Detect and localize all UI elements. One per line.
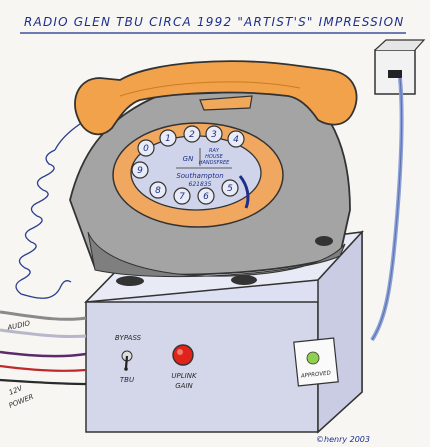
svg-text:4: 4	[233, 135, 239, 145]
svg-text:3: 3	[211, 130, 217, 140]
dial-label-house: HOUSE	[205, 154, 224, 160]
drawing-title: RADIO GLEN TBU CIRCA 1992 "ARTIST'S" IMP…	[24, 15, 404, 29]
svg-text:1: 1	[165, 134, 171, 144]
svg-text:8: 8	[155, 186, 161, 196]
svg-text:6: 6	[203, 192, 209, 202]
dial-label-handsfree: HANDSFREE	[199, 160, 230, 166]
approved-sticker: APPROVED	[293, 337, 339, 387]
left-cables	[0, 310, 87, 386]
dial-location: Southampton	[176, 172, 223, 180]
audio-cable-label: AUDIO	[6, 319, 31, 332]
dial-label-ray: RAY	[209, 148, 220, 154]
telephone-handset	[74, 60, 358, 136]
power-label-12v: 12V	[8, 384, 25, 397]
gain-label: GAIN	[175, 382, 193, 390]
dial-number: 621835	[189, 181, 212, 188]
svg-text:9: 9	[137, 166, 143, 176]
dial-finger-holes	[131, 125, 245, 205]
svg-text:7: 7	[179, 192, 185, 202]
wall-socket	[374, 39, 426, 95]
uplink-gain-knob[interactable]	[172, 344, 194, 366]
svg-text:0: 0	[143, 144, 149, 154]
uplink-label: UPLINK	[171, 372, 198, 380]
artist-signature: ©henry 2003	[316, 435, 370, 444]
svg-text:5: 5	[227, 184, 233, 194]
tbu-label: TBU	[120, 376, 134, 384]
bypass-toggle-switch[interactable]	[121, 350, 133, 371]
dial-label-gn: GN	[183, 155, 194, 163]
approved-label: APPROVED	[300, 370, 331, 379]
rotary-dial: 0 1 2 3 4 8 7 6 5 9 GN RAY HOUSE HANDSFREE Sou…	[112, 122, 284, 228]
finger-stop	[238, 175, 250, 209]
svg-text:2: 2	[189, 130, 195, 140]
bypass-label: BYPASS	[115, 334, 142, 342]
